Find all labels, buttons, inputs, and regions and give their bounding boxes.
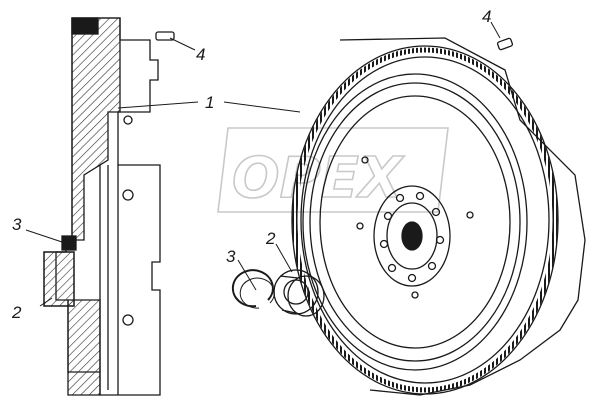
- callout-1-flywheel: 1: [205, 93, 214, 112]
- callout-3-snap-ring-loose: 3: [226, 247, 236, 266]
- loose-snap-ring-part: [231, 269, 275, 309]
- callout-4-pin-section: 4: [196, 45, 205, 64]
- leader-lines: [25, 21, 501, 307]
- callout-2-bushing-loose: 2: [265, 229, 276, 248]
- loose-bushing-part: [273, 269, 325, 317]
- watermark-text: OPEX: [232, 146, 405, 211]
- watermark-logo: OPEX: [217, 127, 449, 213]
- callout-3-snap-ring-section: 3: [12, 215, 22, 234]
- callout-4-pin-view: 4: [482, 7, 491, 26]
- flywheel-cross-section: [43, 17, 175, 396]
- flywheel-ring-gear-view: [291, 37, 586, 396]
- callout-2-bushing-section: 2: [11, 303, 22, 322]
